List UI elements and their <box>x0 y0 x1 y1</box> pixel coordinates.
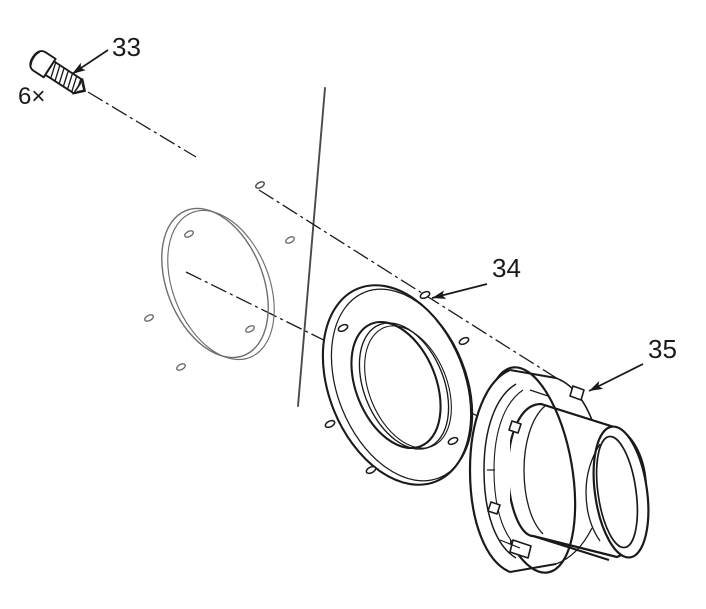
quantity-marker-screw: 6× <box>18 83 45 110</box>
callout-number-35: 35 <box>648 334 677 364</box>
leader-34 <box>431 283 488 299</box>
part-flange-ring-34 <box>321 284 474 486</box>
part-duct-spigot-35 <box>468 366 650 574</box>
part-screw-33 <box>29 50 86 95</box>
duct-retaining-tabs <box>487 385 585 559</box>
wall-section-line <box>297 87 326 407</box>
gasket-mounting-holes <box>144 181 295 371</box>
axis-screw <box>87 91 197 158</box>
axis-upper <box>258 189 562 382</box>
leader-33 <box>71 49 109 75</box>
callout-number-34: 34 <box>492 253 521 283</box>
callout-leaders <box>71 49 644 392</box>
leader-35 <box>588 363 644 392</box>
duct-collar <box>468 366 593 574</box>
callout-number-33: 33 <box>112 32 141 62</box>
part-cover-plate-gasket <box>144 181 295 371</box>
flange-mounting-holes <box>324 290 470 475</box>
duct-tube <box>506 402 650 562</box>
